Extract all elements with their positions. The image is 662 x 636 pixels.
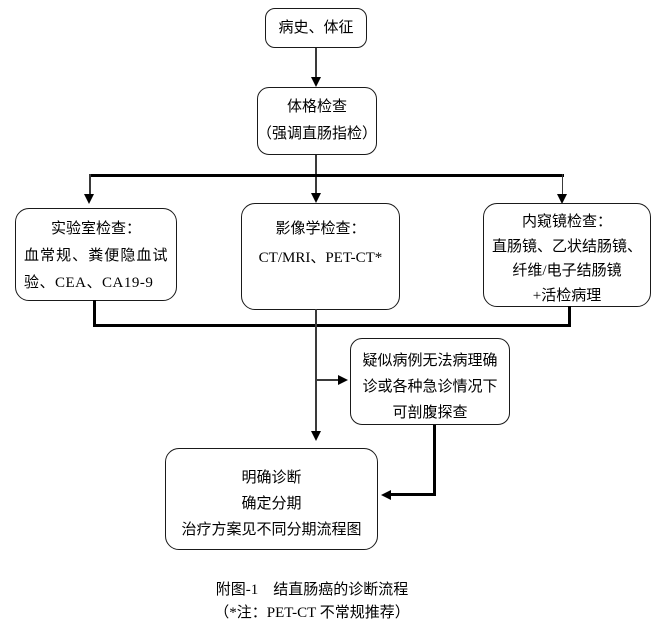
drop-right-line xyxy=(561,174,564,195)
node-final-line1: 明确诊断 xyxy=(241,470,302,486)
arrowhead-into-endoscopy xyxy=(556,194,567,204)
connector-central-to-final-line xyxy=(315,309,317,432)
stub-lab-down-line xyxy=(93,300,96,327)
node-suspect-laparotomy: 疑似病例无法病理确 诊或各种急诊情况下 可剖腹探查 xyxy=(350,338,510,425)
node-imaging-exam: 影像学检查： CT/MRI、PET-CT* xyxy=(241,203,400,310)
figure-caption: 附图-1 结直肠癌的诊断流程 （*注：PET-CT 不常规推荐） xyxy=(0,579,624,625)
arrowhead-into-lab xyxy=(84,194,95,204)
lower-bus-line xyxy=(93,324,571,327)
node-endoscopy-exam: 内窥镜检查： 直肠镜、乙状结肠镜、 纤维/电子结肠镜 +活检病理 xyxy=(483,203,651,307)
node-history-signs: 病史、体征 xyxy=(265,8,367,48)
node-final-diagnosis: 明确诊断 确定分期 治疗方案见不同分期流程图 xyxy=(165,448,378,550)
figure-caption-note: （*注：PET-CT 不常规推荐） xyxy=(214,605,410,621)
arrowhead-into-imaging xyxy=(310,193,321,203)
arrowhead-into-final xyxy=(310,431,321,441)
node-endoscopy-exam-line1: 内窥镜检查： xyxy=(521,214,612,230)
arrowhead-into-physical xyxy=(310,77,321,87)
top-bus-line xyxy=(89,173,564,177)
node-endoscopy-exam-line3: 纤维/电子结肠镜 xyxy=(512,263,622,279)
drop-left-line xyxy=(89,174,91,195)
suspect-down-line xyxy=(433,425,436,496)
arrowhead-into-suspect xyxy=(338,375,348,385)
node-lab-tests: 实验室检查： 血常规、粪便隐血试验、CEA、CA19-9 xyxy=(15,208,177,301)
node-physical-exam: 体格检查 （强调直肠指检） xyxy=(257,87,377,155)
node-history-signs-text: 病史、体征 xyxy=(278,20,354,36)
connector-history-physical-line xyxy=(315,48,317,78)
suspect-to-final-line xyxy=(390,493,436,496)
branch-to-suspect-line xyxy=(316,379,340,381)
stub-endoscopy-down-line xyxy=(568,306,571,327)
node-endoscopy-exam-line4: +活检病理 xyxy=(532,287,602,304)
node-imaging-exam-line2: CT/MRI、PET-CT* xyxy=(258,250,383,266)
node-physical-exam-line2: （强调直肠指检） xyxy=(257,126,378,142)
node-endoscopy-exam-line2: 直肠镜、乙状结肠镜、 xyxy=(491,238,642,255)
node-physical-exam-line1: 体格检查 xyxy=(286,99,347,115)
node-suspect-line3: 可剖腹探查 xyxy=(392,405,468,421)
figure-caption-title: 附图-1 结直肠癌的诊断流程 xyxy=(215,582,409,598)
node-suspect-line2: 诊或各种急诊情况下 xyxy=(362,379,498,395)
arrowhead-into-final-right xyxy=(381,489,391,500)
node-final-line2: 确定分期 xyxy=(241,496,302,512)
node-lab-tests-title: 实验室检查： xyxy=(50,221,141,237)
node-lab-tests-body: 血常规、粪便隐血试验、CEA、CA19-9 xyxy=(24,248,168,291)
node-suspect-line1: 疑似病例无法病理确 xyxy=(362,353,498,369)
node-imaging-exam-line1: 影像学检查： xyxy=(275,221,366,237)
node-final-line3: 治疗方案见不同分期流程图 xyxy=(181,522,362,538)
